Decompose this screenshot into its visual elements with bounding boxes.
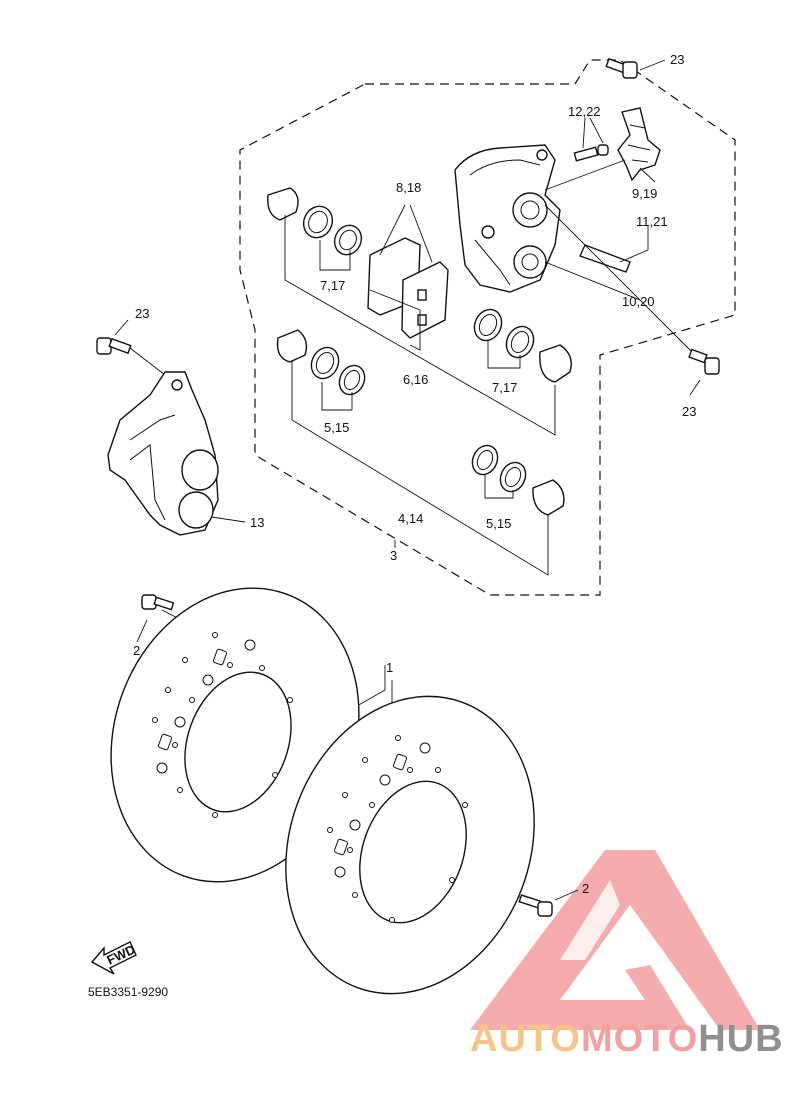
label-12-22: 12,22 <box>568 104 601 119</box>
watermark-part-hub: HUB <box>698 1018 784 1060</box>
piston-lower-left <box>276 329 366 396</box>
pin-12-22 <box>573 144 609 162</box>
label-3: 3 <box>390 548 397 563</box>
pad-spring <box>617 107 661 182</box>
label-23-top: 23 <box>670 52 684 67</box>
bolt-2-right <box>518 894 553 917</box>
label-2-right: 2 <box>582 881 589 896</box>
label-23-left: 23 <box>135 306 149 321</box>
watermark-triangle-icon <box>470 850 760 1030</box>
label-11-21: 11,21 <box>636 214 668 229</box>
piston-upper-left <box>267 187 363 256</box>
label-13: 13 <box>250 515 264 530</box>
diagram-code: 5EB3351-9290 <box>88 985 169 999</box>
piston-lower-right <box>471 444 565 516</box>
label-7-17-lower: 7,17 <box>492 380 517 395</box>
watermark-part-moto: MOTO <box>580 1018 699 1060</box>
forward-arrow-icon: FWD <box>90 941 138 975</box>
pad-pin-10-20 <box>579 244 631 273</box>
bolt-23-left <box>96 319 132 355</box>
caliper-left <box>107 371 219 536</box>
caliper-assembly-outline <box>239 59 736 596</box>
label-5-15-upper: 5,15 <box>324 420 349 435</box>
label-6-16: 6,16 <box>403 372 428 387</box>
label-2-left: 2 <box>133 643 140 658</box>
brake-pads <box>367 237 449 339</box>
label-4-14: 4,14 <box>398 511 423 526</box>
fwd-label: FWD <box>104 942 137 968</box>
watermark-logo: AUTOMOTOHUB <box>470 1018 800 1068</box>
bolt-23-top <box>605 57 666 79</box>
label-1: 1 <box>386 660 393 675</box>
label-8-18: 8,18 <box>396 180 421 195</box>
label-23-right: 23 <box>682 404 696 419</box>
caliper-right <box>454 144 561 293</box>
bolt-23-right <box>688 348 720 396</box>
label-10-20: 10,20 <box>622 294 655 309</box>
bolt-2-left <box>141 594 175 611</box>
label-7-17-upper: 7,17 <box>320 278 345 293</box>
brake-disc-right <box>285 695 535 995</box>
piston-upper-right <box>473 308 572 383</box>
label-5-15-lower: 5,15 <box>486 516 511 531</box>
label-9-19: 9,19 <box>632 186 657 201</box>
watermark-part-auto: AUTO <box>470 1018 581 1060</box>
